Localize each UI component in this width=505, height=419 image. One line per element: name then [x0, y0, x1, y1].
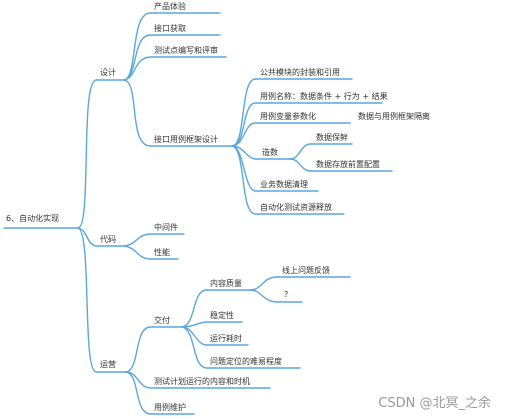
node-param-note: 数据与用例框架隔离: [358, 112, 430, 121]
link-delivery-locate: [181, 326, 301, 369]
node-runtime: 运行耗时: [210, 334, 242, 343]
node-data-prestore: 数据存放前置配置: [316, 160, 380, 169]
link-root-code: [77, 227, 125, 247]
link-code-performance: [123, 245, 179, 260]
branch-ops: 运营: [100, 360, 116, 369]
branch-code: 代码: [100, 235, 116, 244]
node-case-maintain: 用例维护: [154, 403, 186, 412]
link-design-framework: [123, 79, 233, 147]
node-framework-design: 接口用例框架设计: [154, 135, 218, 144]
link-fw-release: [231, 145, 345, 215]
link-build-prestore: [289, 158, 393, 172]
link-root-design: [77, 79, 125, 229]
link-fw-params: [231, 122, 351, 147]
link-build-fresh: [289, 143, 353, 160]
node-testpoint-review: 测试点编写和评审: [154, 46, 218, 55]
node-test-plan: 测试计划运行的内容和时机: [154, 377, 250, 386]
node-issue-locate: 问题定位的难易程度: [210, 357, 282, 366]
link-ops-maintain: [125, 371, 195, 415]
node-performance: 性能: [154, 248, 170, 257]
node-resource-release: 自动化测试资源释放: [260, 203, 332, 212]
root-topic: 6、自动化实现: [6, 214, 60, 223]
watermark-text: CSDN @北冥_之余: [378, 396, 491, 411]
node-interface-fetch: 接口获取: [154, 24, 186, 33]
node-product-experience: 产品体验: [154, 2, 186, 11]
link-quality-feedback: [249, 276, 351, 291]
node-middleware: 中间件: [154, 223, 178, 232]
node-unknown: ?: [284, 290, 289, 299]
node-case-naming: 用例名称：数据条件 + 行为 + 结果: [260, 92, 388, 101]
node-online-feedback: 线上问题反馈: [282, 266, 330, 275]
node-common-module: 公共模块的封装和引用: [260, 68, 340, 77]
node-param: 用例变量参数化: [260, 112, 316, 121]
link-delivery-quality: [181, 289, 251, 328]
link-design-product: [123, 12, 221, 81]
link-ops-delivery: [125, 326, 183, 373]
node-content-quality: 内容质量: [210, 279, 242, 288]
link-code-middleware: [123, 233, 185, 247]
branch-design: 设计: [100, 68, 116, 77]
node-data-cleanup: 业务数据清理: [260, 180, 308, 189]
link-fw-naming: [231, 102, 383, 147]
link-delivery-stability: [181, 321, 243, 328]
link-root-ops: [77, 227, 127, 373]
link-ops-plan: [125, 371, 271, 389]
link-quality-unknown: [249, 289, 303, 303]
link-fw-common: [231, 78, 353, 147]
node-data-build: 造数: [262, 148, 278, 157]
node-data-fresh: 数据保鲜: [316, 133, 348, 142]
node-stability: 稳定性: [210, 311, 234, 320]
link-design-testpoints: [123, 56, 227, 81]
node-delivery: 交付: [154, 316, 170, 325]
link-fw-build: [231, 145, 291, 160]
